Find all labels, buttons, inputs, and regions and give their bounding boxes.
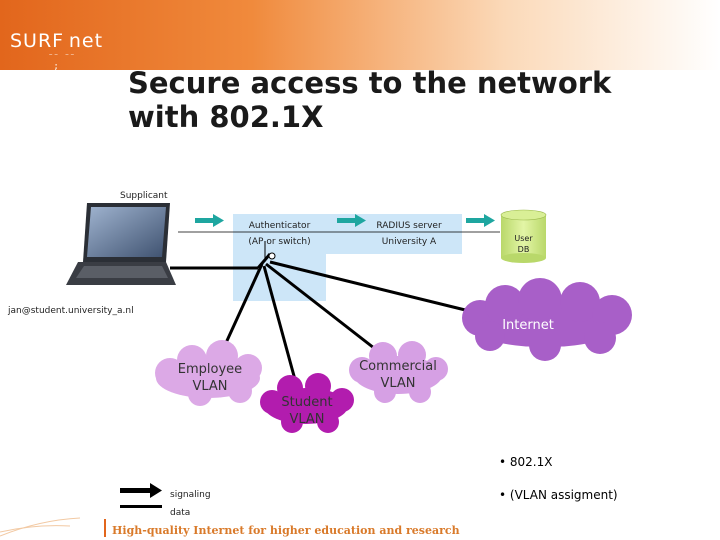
student-vlan-cloud bbox=[260, 373, 354, 433]
user-db-label-line1: User bbox=[514, 234, 533, 243]
legend-arrows bbox=[120, 483, 162, 508]
commercial-vlan-cloud bbox=[349, 341, 448, 403]
footer-decoration bbox=[0, 517, 81, 537]
user-db-icon bbox=[500, 209, 547, 263]
laptop-icon bbox=[66, 203, 176, 285]
bullet-8021x: • 802.1X bbox=[499, 455, 553, 469]
slide-title: Secure access to the network with 802.1X bbox=[128, 66, 688, 134]
employee-vlan-line1: Employee bbox=[177, 362, 243, 377]
title-line-1: Secure access to the network bbox=[128, 66, 612, 100]
header-band bbox=[0, 0, 720, 70]
logo-mark-icon: ⁻⁻ ⁻⁻ ; bbox=[48, 52, 76, 72]
signaling-arrows bbox=[195, 214, 495, 227]
employee-vlan-label: Employee VLAN bbox=[165, 361, 255, 395]
employee-vlan-cloud bbox=[155, 340, 262, 406]
authenticator-panel bbox=[233, 214, 326, 301]
employee-vlan-line2: VLAN bbox=[192, 379, 228, 394]
bullet-vlan-assignment: • (VLAN assigment) bbox=[499, 488, 618, 502]
footer-tagline: High-quality Internet for higher educati… bbox=[112, 524, 460, 537]
radius-server-label: RADIUS server bbox=[376, 221, 442, 231]
footer-divider bbox=[104, 519, 106, 537]
legend-signaling-label: signaling bbox=[170, 490, 211, 500]
user-db-label-line2: DB bbox=[517, 245, 530, 254]
student-vlan-line1: Student bbox=[281, 395, 333, 410]
commercial-vlan-line1: Commercial bbox=[359, 359, 437, 374]
student-vlan-label: Student VLAN bbox=[262, 394, 352, 428]
authenticator-sub-label: (AP or switch) bbox=[248, 237, 311, 247]
authenticator-label: Authenticator bbox=[248, 221, 311, 231]
surfnet-logo: SURF net bbox=[10, 30, 104, 52]
radius-university-label: University A bbox=[381, 237, 437, 247]
legend-data-label: data bbox=[170, 508, 191, 518]
student-vlan-line2: VLAN bbox=[289, 412, 325, 427]
internet-label: Internet bbox=[502, 318, 554, 333]
commercial-vlan-label: Commercial VLAN bbox=[353, 358, 443, 392]
switch-port-icon bbox=[268, 252, 276, 260]
supplicant-label: Supplicant bbox=[120, 191, 168, 201]
internet-cloud bbox=[462, 278, 632, 361]
commercial-vlan-line2: VLAN bbox=[380, 376, 416, 391]
title-line-2: with 802.1X bbox=[128, 100, 324, 134]
user-email-label: jan@student.university_a.nl bbox=[8, 306, 134, 316]
